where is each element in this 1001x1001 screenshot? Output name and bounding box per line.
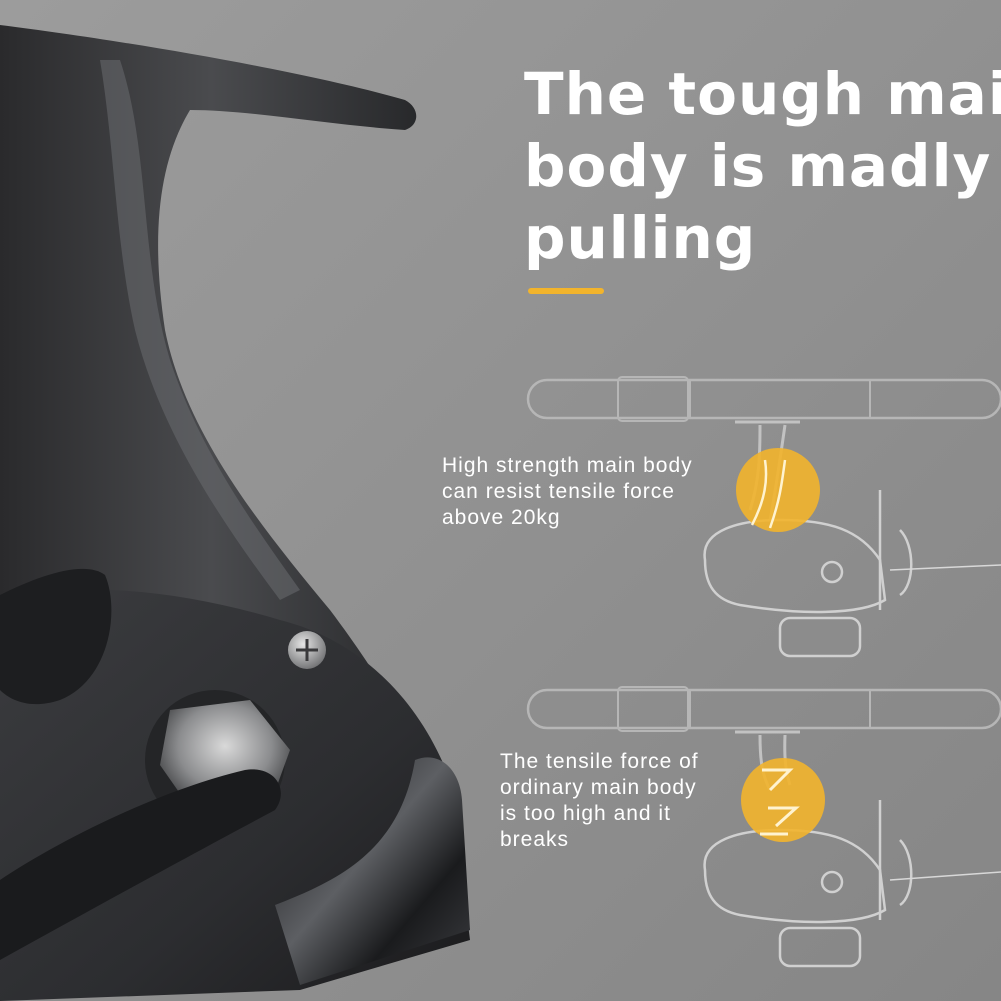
highlight-circle-strong xyxy=(736,448,820,532)
diagram-ordinary-body xyxy=(526,686,1001,968)
headline: The tough main body is madly pulling xyxy=(524,58,1001,274)
caption-ordinary-line-3: is too high and it xyxy=(500,802,671,825)
rod-grip-ordinary xyxy=(617,686,689,732)
reel-arm-highlight xyxy=(100,60,300,600)
highlight-circle-ordinary xyxy=(741,758,825,842)
headline-line-2: body is madly xyxy=(524,132,992,200)
line-strong xyxy=(889,564,1001,571)
caption-ordinary-body: The tensile force of ordinary main body … xyxy=(500,749,699,853)
caption-strong-line-1: High strength main body xyxy=(442,454,693,477)
intact-foot-strong xyxy=(750,459,787,529)
reel-spool-strong xyxy=(878,490,913,610)
broken-foot-ordinary xyxy=(760,768,800,836)
rod-seat-strong xyxy=(689,379,871,419)
line-ordinary xyxy=(889,871,1001,881)
reel-outline-ordinary xyxy=(703,828,887,924)
reel-handle-shaft xyxy=(0,769,281,960)
reel-handle-ordinary xyxy=(778,926,862,968)
caption-strong-body: High strength main body can resist tensi… xyxy=(442,453,693,531)
reel-knob-strong xyxy=(820,560,844,584)
reel-knob-ordinary xyxy=(820,870,844,894)
reel-closeup xyxy=(0,25,470,1001)
accent-underline xyxy=(528,288,604,294)
caption-ordinary-line-2: ordinary main body xyxy=(500,776,697,799)
reel-screw-slot xyxy=(296,639,318,661)
reel-spool-ordinary xyxy=(878,800,913,920)
rod-seat-ordinary xyxy=(689,689,871,729)
rod-grip-strong xyxy=(617,376,689,422)
diagram-strong-body xyxy=(526,376,1001,658)
caption-ordinary-line-1: The tensile force of xyxy=(500,750,699,773)
reel-handle-strong xyxy=(778,616,862,658)
caption-ordinary-line-4: breaks xyxy=(500,828,570,851)
reel-gloss-cover xyxy=(275,757,470,985)
caption-strong-line-3: above 20kg xyxy=(442,506,561,529)
reel-outline-strong xyxy=(703,518,887,614)
reel-side-cup xyxy=(0,568,112,705)
headline-line-3: pulling xyxy=(524,204,757,272)
headline-line-1: The tough main xyxy=(524,60,1001,128)
caption-strong-line-2: can resist tensile force xyxy=(442,480,675,503)
